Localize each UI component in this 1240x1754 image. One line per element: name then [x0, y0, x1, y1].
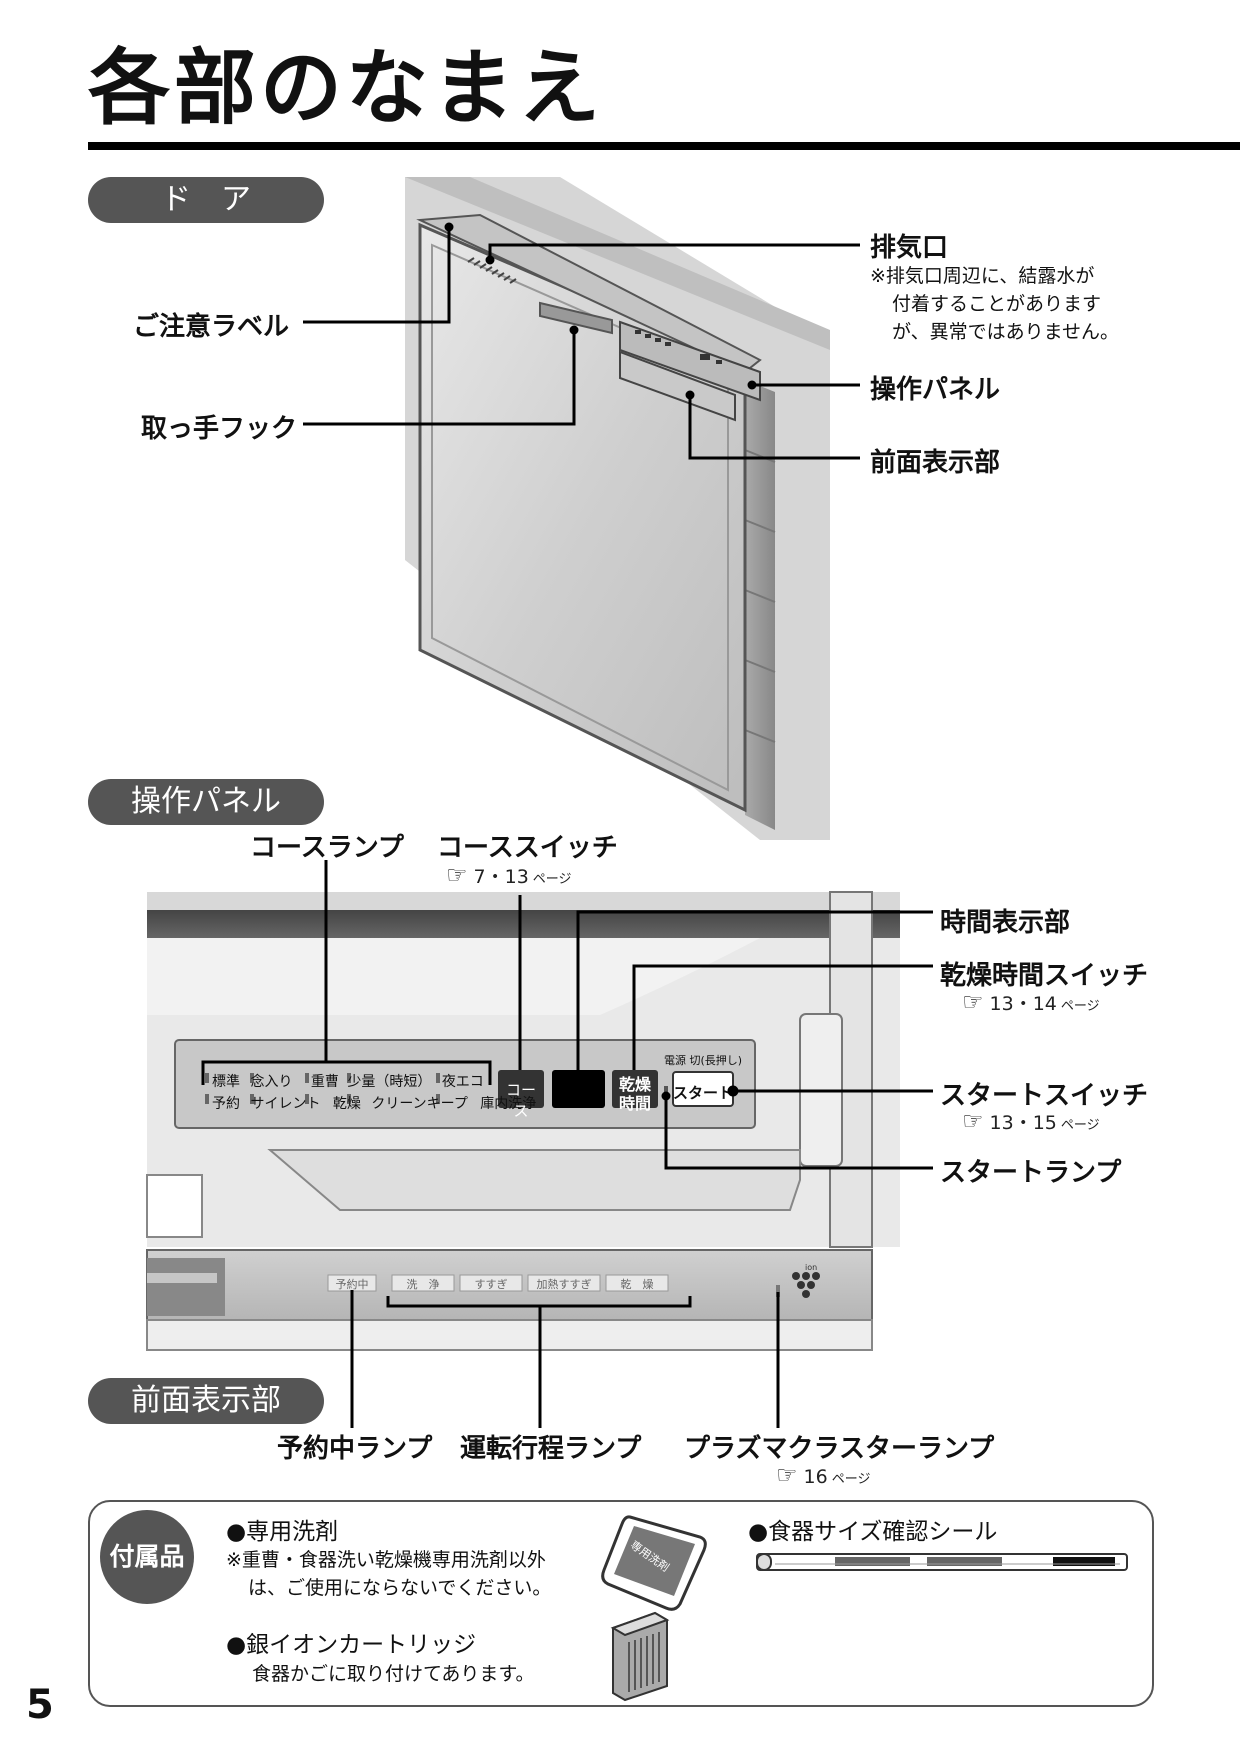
label-handle-hook: 取っ手フック: [141, 414, 298, 444]
course-reserve: 予約: [212, 1096, 240, 1112]
label-process-lamp: 運転行程ランプ: [460, 1434, 642, 1464]
pointing-hand-icon: ☞: [446, 861, 468, 889]
label-exhaust: 排気口: [870, 233, 949, 263]
label-reserve-lamp: 予約中ランプ: [277, 1434, 433, 1464]
detergent-pack-illustration: [601, 1515, 707, 1611]
course-thorough: 念入り: [250, 1074, 293, 1090]
door-top-strip: [416, 213, 762, 374]
panel-top-band: [147, 910, 900, 938]
section-front-heading: 前面表示部: [88, 1378, 324, 1424]
front-step-heat-rinse: 加熱すすぎ: [536, 1278, 592, 1291]
label-front-display: 前面表示部: [870, 448, 1001, 478]
label-course-lamp: コースランプ: [250, 833, 404, 863]
course-button-label: コース: [505, 1081, 536, 1120]
front-step-dry: 乾 燥: [620, 1278, 654, 1291]
pointing-hand-icon: ☞: [962, 1107, 984, 1135]
label-plasma-lamp: プラズマクラスターランプ: [684, 1434, 995, 1464]
label-caution-label: ご注意ラベル: [133, 312, 290, 342]
course-lamps-row1: 標準 念入り 重曹 少量（時短） 夜エコ: [212, 1071, 484, 1091]
ion-mark: ion: [805, 1263, 818, 1272]
course-standard: 標準: [212, 1074, 240, 1090]
size-seal-illustration: [756, 1553, 1128, 1571]
exhaust-note-3: が、異常ではありません。: [892, 321, 1120, 343]
accessories-badge: 付属品: [100, 1510, 194, 1604]
acc-size-seal: ●食器サイズ確認シール: [748, 1519, 998, 1545]
front-step-wash: 洗 浄: [406, 1278, 440, 1291]
course-small-amount: 少量（時短）: [347, 1074, 432, 1090]
acc-detergent-note-1: ※重曹・食器洗い乾燥機専用洗剤以外: [226, 1549, 546, 1571]
countertop-shape: [405, 177, 830, 350]
label-control-panel: 操作パネル: [870, 375, 1001, 405]
label-start-switch: スタートスイッチ: [940, 1081, 1149, 1111]
silver-ion-cartridge-illustration: [610, 1611, 670, 1702]
power-label: 電源 切(長押し): [664, 1054, 743, 1067]
handle-recess: [539, 301, 613, 335]
page-number: 5: [26, 1682, 54, 1728]
front-display-strip: [619, 350, 736, 422]
dry-button-label-2: 時間: [618, 1094, 651, 1113]
acc-detergent: ●専用洗剤: [226, 1519, 339, 1545]
accessories-box: [88, 1500, 1154, 1707]
course-silent: サイレント: [250, 1096, 321, 1112]
exhaust-note-1: ※排気口周辺に、結露水が: [870, 265, 1095, 287]
course-night-eco: 夜エコ: [441, 1074, 484, 1090]
cabinet-side: [745, 380, 775, 830]
door-leader-lines: [303, 222, 860, 460]
page-title: 各部のなまえ: [88, 41, 605, 136]
dry-time-button: [612, 1070, 658, 1108]
course-interior-wash: 庫内洗浄: [480, 1096, 537, 1112]
course-button: [498, 1070, 544, 1108]
acc-silver-ion-note: 食器かごに取り付けてあります。: [252, 1663, 535, 1685]
start-lamp-mark: [664, 1086, 668, 1096]
front-step-rinse: すすぎ: [474, 1278, 508, 1291]
acc-silver-ion: ●銀イオンカートリッジ: [226, 1632, 477, 1658]
label-time-display: 時間表示部: [940, 908, 1071, 938]
dry-button-label-1: 乾燥: [618, 1075, 651, 1094]
door-illustration: [405, 177, 830, 840]
plasma-cluster-logo: [792, 1272, 820, 1298]
course-lamps-row2: 予約 サイレント 乾燥 クリーンキープ 庫内洗浄: [212, 1093, 536, 1113]
label-dry-switch: 乾燥時間スイッチ: [940, 961, 1149, 991]
pointing-hand-icon: ☞: [962, 988, 984, 1016]
exhaust-note-2: 付着することがあります: [892, 293, 1102, 315]
section-panel-heading: 操作パネル: [88, 779, 324, 825]
label-course-switch: コーススイッチ: [437, 833, 618, 863]
course-dry: 乾燥: [332, 1096, 361, 1112]
pointing-hand-icon: ☞: [776, 1461, 798, 1489]
title-rule: [88, 142, 1240, 150]
label-start-lamp: スタートランプ: [940, 1158, 1122, 1188]
start-button-label: スタート: [673, 1084, 734, 1102]
time-display: [552, 1070, 605, 1108]
course-clean-keep: クリーンキープ: [371, 1096, 468, 1112]
acc-detergent-note-2: は、ご使用にならないでください。: [248, 1577, 552, 1599]
course-baking-soda: 重曹: [310, 1074, 339, 1090]
section-door-heading: ド ア: [88, 177, 324, 223]
front-reserve-text: 予約中: [335, 1278, 369, 1291]
